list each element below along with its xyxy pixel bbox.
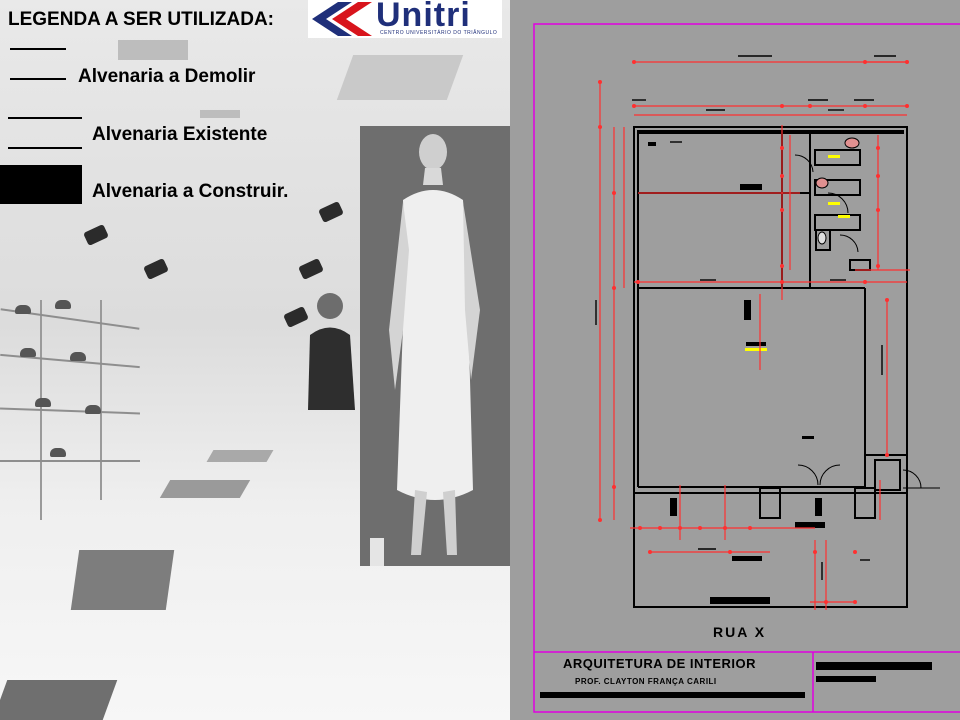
shoe xyxy=(20,348,36,357)
dimension-ticks xyxy=(598,60,909,604)
title-block-bar xyxy=(816,662,932,670)
door-swings xyxy=(794,154,940,489)
model-figure xyxy=(389,134,480,555)
spotlight xyxy=(83,224,109,246)
spotlight xyxy=(143,258,169,280)
floor-plan-svg xyxy=(533,23,960,713)
legend-blank-line xyxy=(10,48,66,50)
plan-walls xyxy=(633,126,908,608)
legend-blank-line xyxy=(8,117,82,119)
title-block-bar xyxy=(540,692,805,698)
logo-wordmark: Unitri xyxy=(376,0,471,34)
poster-base xyxy=(370,538,384,566)
street-label: RUA X xyxy=(713,624,767,640)
shelf-post xyxy=(100,300,102,500)
title-block-bar xyxy=(816,676,876,682)
toilet-fixture xyxy=(815,177,829,189)
legend-item-construir: Alvenaria a Construir. xyxy=(92,181,289,202)
legend-title: LEGENDA A SER UTILIZADA: xyxy=(8,9,274,30)
legend-item-demolir: Alvenaria a Demolir xyxy=(78,66,256,87)
dimension-figures xyxy=(595,55,896,580)
shoe xyxy=(70,352,86,361)
floor-tile xyxy=(70,550,175,610)
legend-item-existente: Alvenaria Existente xyxy=(92,124,268,145)
floor-tile xyxy=(0,680,118,720)
legend-demolir-line xyxy=(10,78,66,80)
logo-chevron-icon xyxy=(312,2,372,36)
ceiling-light xyxy=(200,110,240,118)
floor-tile xyxy=(159,480,251,498)
shoe xyxy=(15,305,31,314)
highlight-marks xyxy=(745,155,850,351)
sink-fixture xyxy=(817,231,827,245)
ceiling-vent xyxy=(336,55,464,100)
spotlight xyxy=(298,258,324,280)
title-block-title: ARQUITETURA DE INTERIOR xyxy=(563,656,757,671)
shoe xyxy=(35,398,51,407)
unitri-logo: Unitri CENTRO UNIVERSITÁRIO DO TRIÂNGULO xyxy=(308,0,502,38)
spotlight xyxy=(318,201,344,223)
floor-plan-drawing: RUA X ARQUITETURA DE INTERIOR PROF. CLAY… xyxy=(510,0,960,720)
legend-construir-swatch xyxy=(0,165,82,204)
floor-tile xyxy=(206,450,274,462)
shoe xyxy=(85,405,101,414)
man-figure xyxy=(308,293,355,410)
drawing-frame xyxy=(533,23,960,713)
title-block-professor: PROF. CLAYTON FRANÇA CARILI xyxy=(575,677,717,686)
legend-existente-line xyxy=(8,147,82,149)
dimension-lines xyxy=(599,61,910,610)
shoe xyxy=(50,448,66,457)
shelf xyxy=(0,460,140,462)
ceiling-light xyxy=(118,40,188,60)
text-blocks xyxy=(648,142,825,604)
shoe xyxy=(55,300,71,309)
store-interior-photo xyxy=(0,0,510,720)
logo-subtitle: CENTRO UNIVERSITÁRIO DO TRIÂNGULO xyxy=(380,30,498,36)
shelf xyxy=(0,407,140,415)
toilet-fixture xyxy=(844,137,860,149)
